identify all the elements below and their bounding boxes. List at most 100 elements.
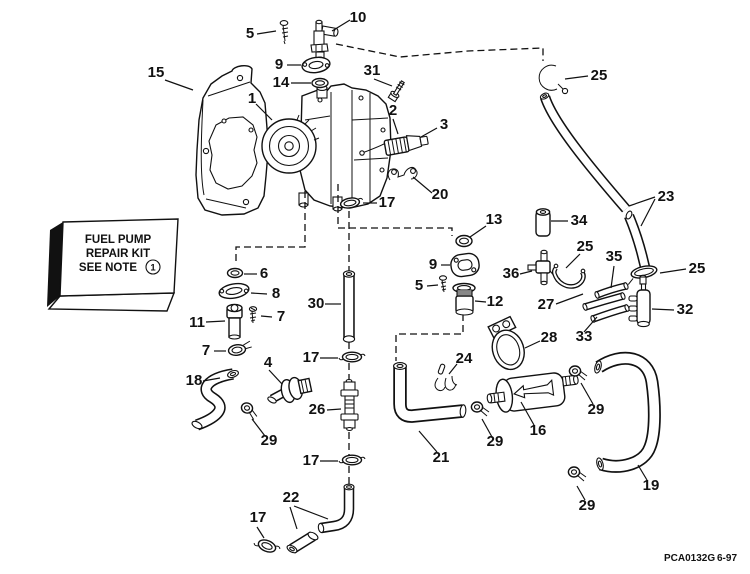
callout-33: 33 <box>576 328 593 345</box>
callout-25-right: 25 <box>689 260 706 277</box>
fitting-32 <box>628 274 651 328</box>
clamp-28 <box>487 315 525 371</box>
clamp-17-b <box>338 351 366 363</box>
callout-24: 24 <box>456 350 473 367</box>
note-box-line1: FUEL PUMP <box>85 234 152 246</box>
hose-23 <box>539 92 653 278</box>
clip-24 <box>434 363 458 392</box>
callout-20: 20 <box>432 186 449 203</box>
gasket-9-top <box>301 56 331 74</box>
callout-34: 34 <box>571 212 588 229</box>
callout-17-b: 17 <box>303 349 320 366</box>
tube-30 <box>342 270 356 343</box>
connector-2-3 <box>359 135 429 156</box>
callout-29-c: 29 <box>588 401 605 418</box>
screw-7 <box>248 306 258 324</box>
elbow-fitting-10 <box>310 19 339 62</box>
footer: PCA0132G 6-97 <box>664 553 737 564</box>
callout-22: 22 <box>283 489 300 506</box>
clamp-29-a <box>240 402 258 420</box>
filter-34 <box>535 208 551 237</box>
callout-16: 16 <box>530 422 547 439</box>
callout-18: 18 <box>186 372 203 389</box>
callout-17-a: 17 <box>379 194 396 211</box>
clamp-29-d <box>567 466 587 482</box>
callout-21: 21 <box>433 449 450 466</box>
callout-29-d: 29 <box>579 497 596 514</box>
callout-4: 4 <box>264 354 273 371</box>
callout-9-lower: 9 <box>429 256 437 273</box>
callout-25-wire: 25 <box>577 238 594 255</box>
callout-23: 23 <box>658 188 675 205</box>
fuel-pump-assembly <box>261 83 392 212</box>
callout-30: 30 <box>308 295 325 312</box>
drawing-code: PCA0132G <box>664 553 715 564</box>
callout-3: 3 <box>440 116 448 133</box>
note-box-line3: SEE NOTE <box>79 262 137 274</box>
callout-36: 36 <box>503 265 520 282</box>
callout-9-top: 9 <box>275 56 283 73</box>
callout-5-top: 5 <box>246 25 254 42</box>
callout-17-d: 17 <box>250 509 267 526</box>
callout-14: 14 <box>273 74 290 91</box>
callout-15: 15 <box>148 64 165 81</box>
callout-17-c: 17 <box>303 452 320 469</box>
callout-2: 2 <box>389 102 397 119</box>
clamp-17-d <box>253 539 281 553</box>
callout-35: 35 <box>606 248 623 265</box>
hose-21 <box>393 362 467 423</box>
screw-5-lower <box>438 275 448 293</box>
clamp-25-top <box>538 64 569 95</box>
callout-8: 8 <box>272 285 280 302</box>
mounting-plate <box>195 64 269 216</box>
note-ref-number: 1 <box>150 263 156 274</box>
clamp-17-a <box>336 197 364 209</box>
hose-22 <box>317 483 355 534</box>
callout-28: 28 <box>541 329 558 346</box>
repair-kit-note-box: FUEL PUMP REPAIR KIT SEE NOTE 1 <box>47 218 179 312</box>
o-ring-6 <box>226 267 244 279</box>
callout-27: 27 <box>538 296 555 313</box>
assembly-dashed-lines <box>235 43 544 484</box>
screw-5-top <box>279 20 289 45</box>
gasket-8 <box>218 282 250 300</box>
gasket-9-lower <box>450 252 480 278</box>
clamp-29-c <box>568 365 588 381</box>
drawing-revision: 6-97 <box>717 553 737 564</box>
callout-25-top: 25 <box>591 67 608 84</box>
fuel-filter-16 <box>486 372 579 413</box>
callout-29-b: 29 <box>487 433 504 450</box>
callout-29-a: 29 <box>261 432 278 449</box>
fitting-4 <box>267 376 313 404</box>
o-ring-13 <box>455 234 473 248</box>
hose-19 <box>594 351 661 473</box>
note-ref-circle-icon <box>145 259 161 275</box>
screw-31 <box>387 80 405 103</box>
clamp-wire-25 <box>551 263 586 289</box>
wire-bracket-20 <box>387 167 418 181</box>
callout-31: 31 <box>364 62 381 79</box>
callout-26: 26 <box>309 401 326 418</box>
callout-6: 6 <box>260 265 268 282</box>
hose-27 <box>582 292 626 311</box>
callout-labels: 5 10 9 14 31 1 15 2 3 25 20 17 23 13 34 … <box>148 9 706 526</box>
callout-1: 1 <box>248 90 256 107</box>
callout-19: 19 <box>643 477 660 494</box>
callout-5-lower: 5 <box>415 277 423 294</box>
callout-10: 10 <box>350 9 367 26</box>
callout-12: 12 <box>487 293 504 310</box>
clamp-17-c <box>338 454 366 466</box>
o-ring-14 <box>311 77 329 89</box>
hose-35 <box>594 282 629 299</box>
callout-32: 32 <box>677 301 694 318</box>
fitting-12 <box>452 282 476 316</box>
clamp-7 <box>227 340 252 356</box>
clamp-29-b <box>470 401 490 417</box>
inline-valve-26 <box>340 378 359 432</box>
callout-7-clamp: 7 <box>202 342 210 359</box>
tube-22 <box>286 531 319 554</box>
note-box-line2: REPAIR KIT <box>86 248 150 260</box>
callout-7-screw: 7 <box>277 308 285 325</box>
